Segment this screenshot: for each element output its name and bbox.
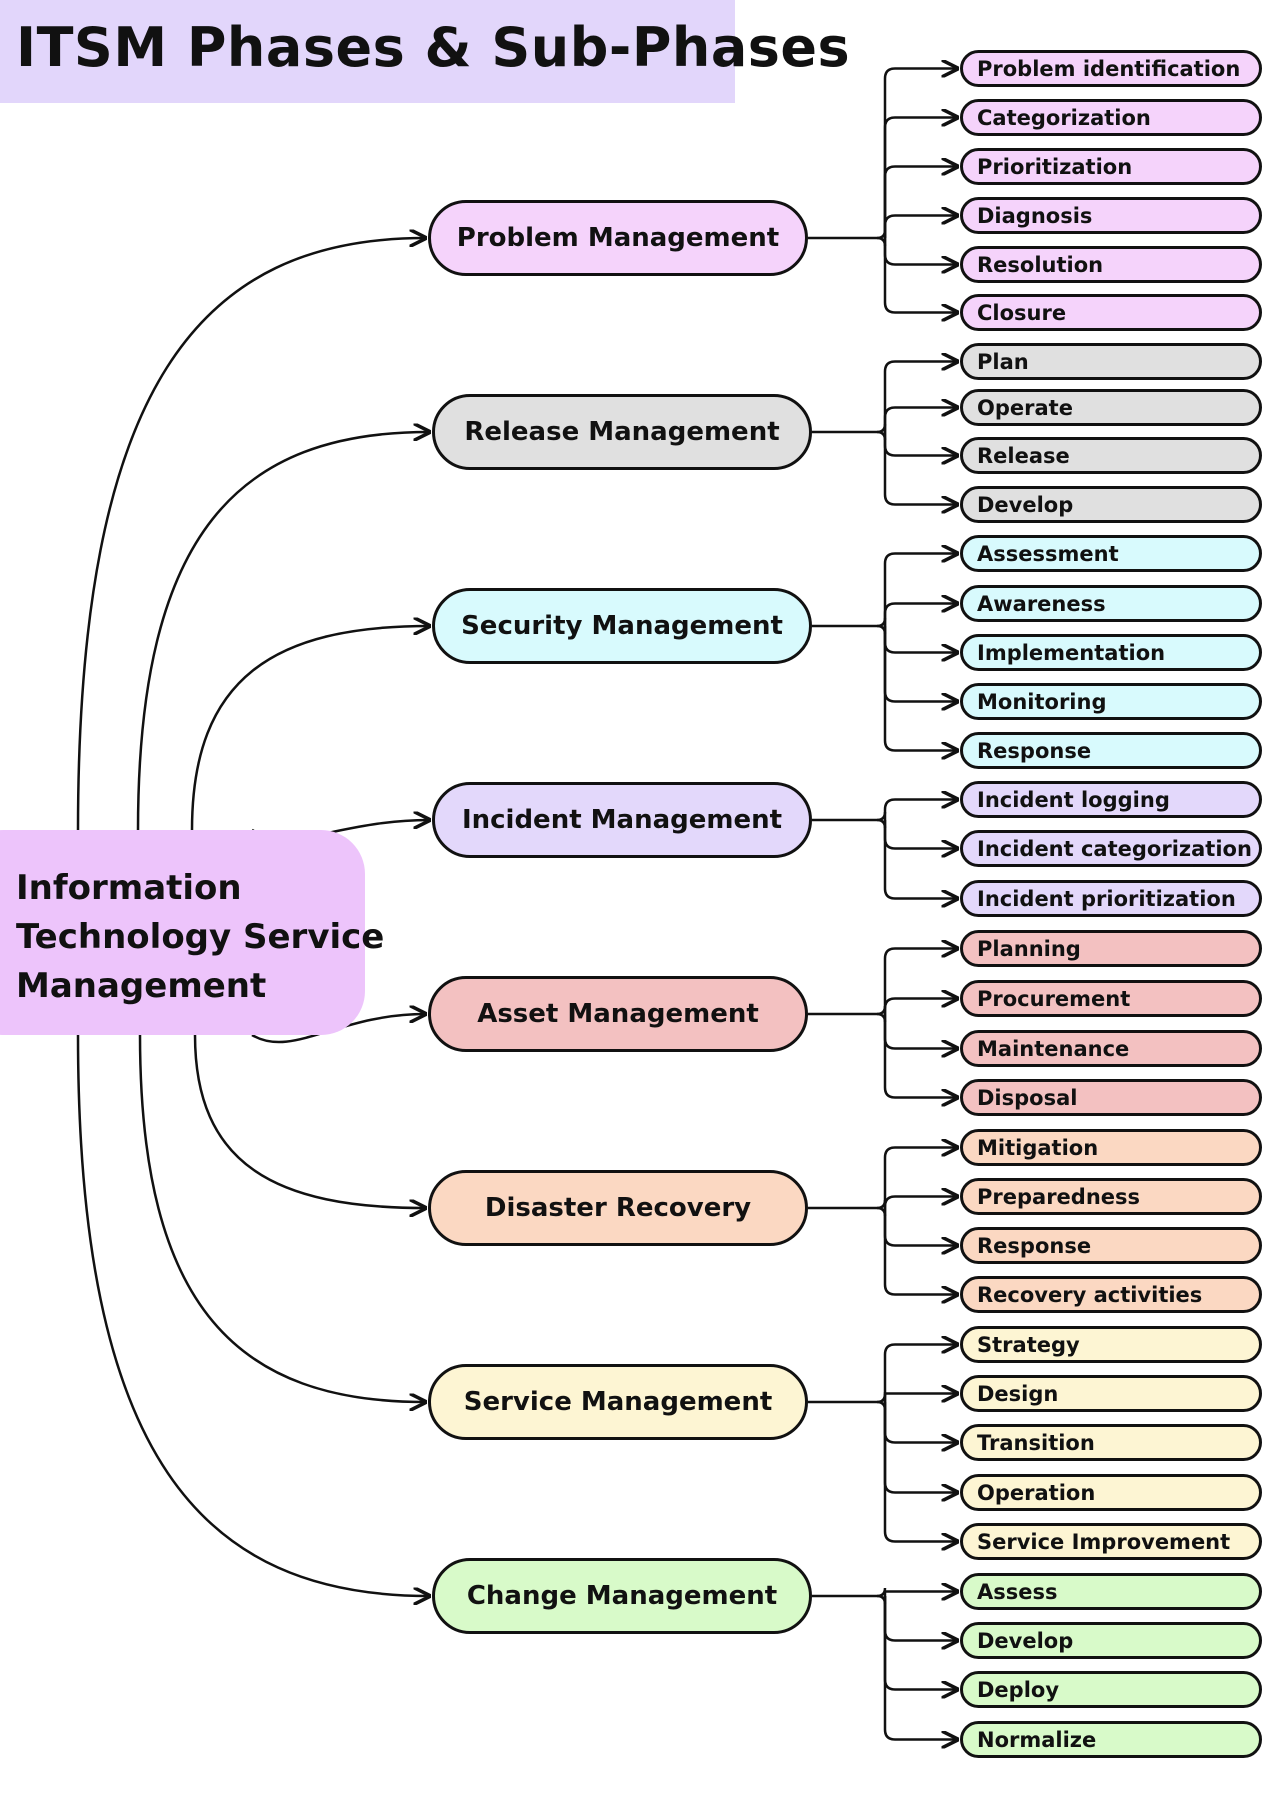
subphase-node: Preparedness: [960, 1178, 1262, 1215]
subphase-connector: [883, 1596, 957, 1641]
subphase-connector: [883, 1596, 957, 1740]
subphase-node: Plan: [960, 343, 1262, 380]
subphase-node: Categorization: [960, 99, 1262, 136]
subphase-connector: [883, 362, 957, 432]
subphase-node: Procurement: [960, 980, 1262, 1017]
phase-node: Problem Management: [428, 200, 808, 276]
subphase-connector: [883, 626, 957, 653]
subphase-connector: [883, 1402, 957, 1542]
subphase-connector: [883, 167, 957, 238]
subphase-node: Deploy: [960, 1671, 1262, 1708]
subphase-node: Planning: [960, 930, 1262, 967]
subphase-connector: [883, 1596, 957, 1690]
subphase-node: Assessment: [960, 535, 1262, 572]
subphase-connector: [883, 626, 957, 751]
subphase-connector: [883, 408, 957, 432]
subphase-node: Disposal: [960, 1079, 1262, 1116]
phase-node: Security Management: [432, 588, 812, 664]
subphase-connector: [883, 1402, 957, 1443]
phase-node: Service Management: [428, 1364, 808, 1440]
subphase-node: Closure: [960, 294, 1262, 331]
subphase-node: Release: [960, 437, 1262, 474]
subphase-node: Develop: [960, 1622, 1262, 1659]
subphase-connector: [883, 1394, 957, 1403]
subphase-connector: [883, 1148, 957, 1208]
phase-node: Incident Management: [432, 782, 812, 858]
subphase-node: Implementation: [960, 634, 1262, 671]
subphase-node: Operate: [960, 389, 1262, 426]
subphase-node: Mitigation: [960, 1129, 1262, 1166]
subphase-connector: [883, 820, 957, 849]
root-connector: [136, 432, 429, 831]
root-connector: [193, 1034, 425, 1208]
phase-node: Asset Management: [428, 976, 808, 1052]
root-connector: [76, 238, 425, 831]
subphase-node: Develop: [960, 486, 1262, 523]
subphase-connector: [883, 1014, 957, 1098]
subphase-node: Design: [960, 1375, 1262, 1412]
subphase-node: Response: [960, 1227, 1262, 1264]
subphase-connector: [883, 69, 957, 238]
subphase-connector: [883, 432, 957, 505]
subphase-node: Response: [960, 732, 1262, 769]
subphase-connector: [883, 626, 957, 702]
subphase-node: Maintenance: [960, 1030, 1262, 1067]
subphase-node: Recovery activities: [960, 1276, 1262, 1313]
subphase-node: Service Improvement: [960, 1523, 1262, 1560]
phase-node: Change Management: [432, 1558, 812, 1634]
subphase-connector: [883, 238, 957, 313]
root-label-line: Information: [16, 868, 242, 908]
subphase-connector: [883, 238, 957, 265]
root-label-line: Management: [16, 966, 267, 1006]
root-connector: [190, 626, 429, 831]
phase-node: Disaster Recovery: [428, 1170, 808, 1246]
subphase-node: Monitoring: [960, 683, 1262, 720]
subphase-connector: [883, 1014, 957, 1049]
subphase-connector: [883, 1345, 957, 1402]
subphase-connector: [883, 604, 957, 626]
subphase-connector: [883, 1402, 957, 1493]
subphase-connector: [883, 1197, 957, 1208]
subphase-connector: [883, 432, 957, 456]
subphase-node: Normalize: [960, 1721, 1262, 1758]
subphase-node: Incident prioritization: [960, 880, 1262, 917]
subphase-node: Incident categorization: [960, 830, 1262, 867]
root-connector: [138, 1034, 425, 1402]
subphase-node: Assess: [960, 1573, 1262, 1610]
subphase-connector: [883, 554, 957, 626]
subphase-connector: [883, 118, 957, 238]
subphase-node: Diagnosis: [960, 197, 1262, 234]
subphase-node: Resolution: [960, 246, 1262, 283]
subphase-connector: [883, 800, 957, 820]
diagram-title: ITSM Phases & Sub-Phases: [16, 16, 851, 79]
root-label-line: Technology Service: [16, 917, 385, 957]
root-connector: [76, 1034, 429, 1596]
root-node: [0, 830, 365, 1035]
subphase-connector: [883, 999, 957, 1014]
subphase-connector: [883, 820, 957, 899]
subphase-node: Awareness: [960, 585, 1262, 622]
subphase-connector: [883, 1592, 957, 1597]
root-node-label: Information Technology Service Managemen…: [16, 864, 384, 1011]
phase-node: Release Management: [432, 394, 812, 470]
subphase-connector: [883, 1208, 957, 1295]
title-banner: [0, 0, 735, 103]
subphase-connector: [883, 216, 957, 238]
subphase-node: Incident logging: [960, 781, 1262, 818]
subphase-node: Operation: [960, 1474, 1262, 1511]
subphase-node: Problem identification: [960, 50, 1262, 87]
subphase-connector: [883, 1208, 957, 1246]
subphase-node: Transition: [960, 1424, 1262, 1461]
subphase-connector: [883, 949, 957, 1014]
subphase-node: Strategy: [960, 1326, 1262, 1363]
subphase-node: Prioritization: [960, 148, 1262, 185]
